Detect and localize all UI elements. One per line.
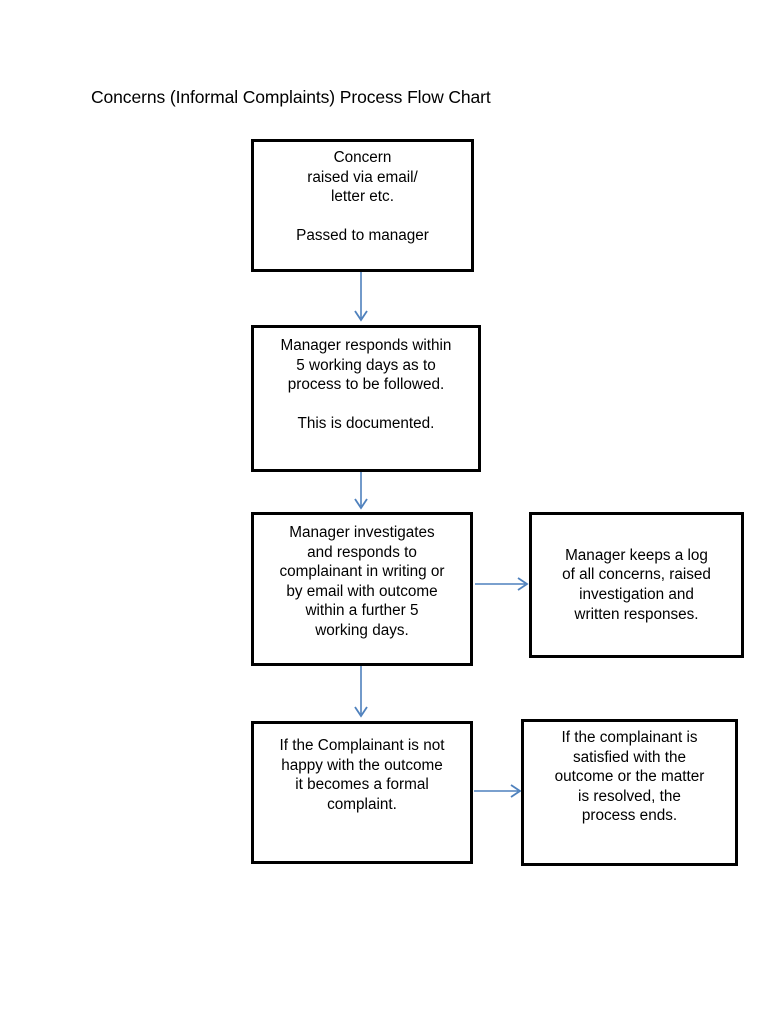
flow-node-manager-responds: Manager responds within 5 working days a… [251,325,481,472]
flow-node-formal-complaint-label: If the Complainant is not happy with the… [279,737,445,813]
flow-node-formal-complaint: If the Complainant is not happy with the… [251,721,473,864]
flow-node-concern-label: Concern raised via email/ letter etc. Pa… [296,149,429,245]
arrow-manager-investigates-to-formal-complaint [354,666,368,718]
flow-node-process-ends: If the complainant is satisfied with the… [521,719,738,866]
flow-node-manager-log: Manager keeps a log of all concerns, rai… [529,512,744,658]
arrow-formal-complaint-to-process-ends [474,784,522,798]
flow-node-process-ends-label: If the complainant is satisfied with the… [554,729,705,825]
flow-node-manager-log-label: Manager keeps a log of all concerns, rai… [562,546,711,623]
arrow-manager-responds-to-manager-investigates [354,472,368,510]
flow-node-manager-investigates: Manager investigates and responds to com… [251,512,473,666]
page-title: Concerns (Informal Complaints) Process F… [91,87,491,107]
flow-node-concern: Concern raised via email/ letter etc. Pa… [251,139,474,272]
arrow-manager-investigates-to-manager-log [475,577,529,591]
flow-node-manager-responds-label: Manager responds within 5 working days a… [280,337,452,433]
flow-node-manager-investigates-label: Manager investigates and responds to com… [279,524,445,639]
arrow-concern-to-manager-responds [354,272,368,322]
